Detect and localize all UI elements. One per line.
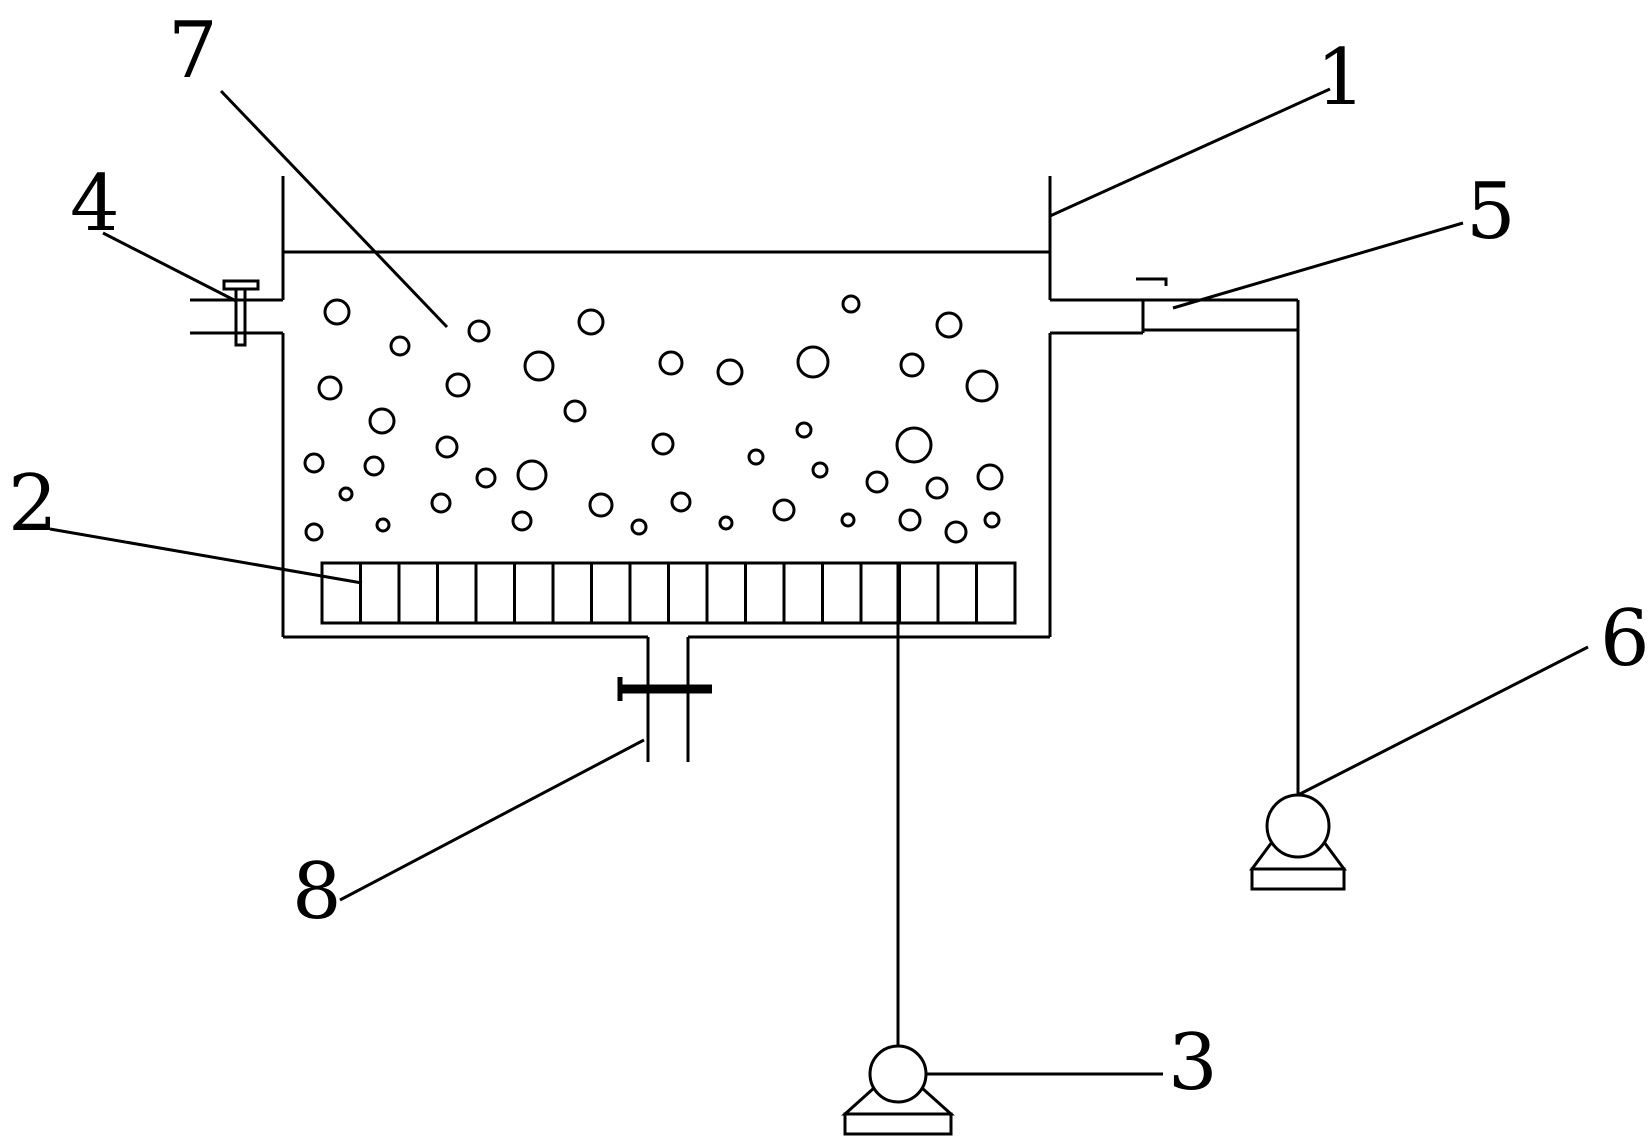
bubble [716,358,744,386]
bubble [338,486,354,502]
label-side-pump: 6 [1600,594,1650,684]
bubble [841,294,861,314]
bubble [944,520,968,544]
bubble [796,345,830,379]
bottom-pump [841,1044,955,1136]
bubbles [303,294,1004,544]
bubble [475,467,497,489]
inlet-pipe [190,279,283,347]
bubble [670,491,692,513]
bubble [976,463,1004,491]
label-outlet-valve: 5 [1466,167,1516,257]
bubble [865,470,889,494]
bubble [630,518,648,536]
tank [281,176,1052,639]
bubble [363,455,385,477]
bubble [303,452,325,474]
side-pump [1249,793,1347,891]
label-tank: 1 [1316,33,1366,123]
bubble [899,352,925,378]
label-bottom-pump: 3 [1168,1018,1218,1108]
bubble [445,372,471,398]
bubble [965,369,999,403]
bubble [658,350,684,376]
bubble [368,407,396,435]
bubble [811,461,829,479]
label-drain-valve: 8 [292,847,342,937]
bubble [983,511,1001,529]
inlet-valve [222,279,260,347]
drain-pipe [617,637,712,762]
bubble [511,510,533,532]
bubble [435,435,459,459]
bubble [651,432,675,456]
label-filter-plate: 2 [8,459,58,549]
bubble [795,421,813,439]
bubble [925,476,949,500]
bubble [516,459,548,491]
leader-lines [49,87,1589,1076]
filter-plate-dividers [359,563,978,623]
bubble [747,448,765,466]
label-bubbles: 7 [168,6,218,96]
bubble [317,375,343,401]
bubble [323,298,351,326]
outlet-valve [1136,277,1168,286]
bubble [898,508,922,532]
bubble [375,517,391,533]
bubble [563,399,587,423]
bubble [935,311,963,339]
bubble [467,319,491,343]
bubble [523,350,555,382]
bubble [304,522,324,542]
bubble [577,308,605,336]
outlet-pipe [1050,277,1300,795]
bubble [840,512,856,528]
bubble [718,515,734,531]
bubble [588,492,614,518]
label-inlet-valve: 4 [70,159,120,249]
bubble [772,498,796,522]
bubble [895,426,933,464]
bubble [430,492,452,514]
bubble [389,335,411,357]
